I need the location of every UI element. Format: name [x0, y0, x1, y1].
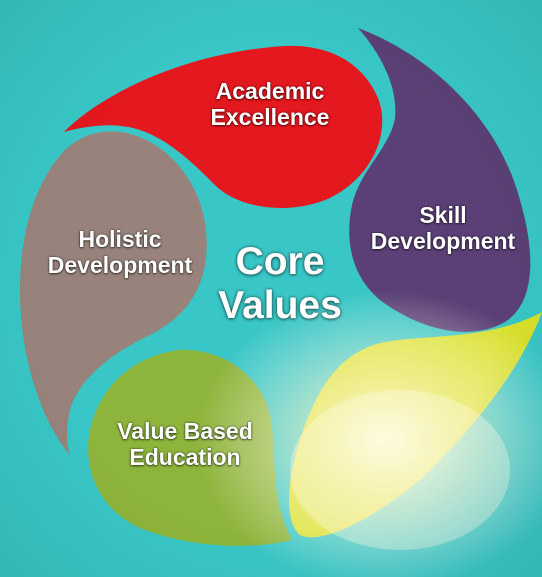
label-academic-excellence-line2: Excellence: [210, 104, 330, 131]
center-title-line1: Core: [235, 240, 325, 283]
label-holistic-development: Holistic Development: [40, 226, 200, 278]
label-skill-development: Skill Development: [358, 202, 528, 254]
label-value-based-education-line2: Education: [129, 444, 241, 471]
label-academic-excellence-line1: Academic: [215, 78, 325, 104]
center-title: Core Values: [205, 240, 355, 327]
label-academic-excellence: Academic Excellence: [190, 78, 350, 130]
center-title-line2: Values: [218, 283, 342, 327]
label-skill-development-line1: Skill: [419, 202, 467, 228]
label-value-based-education-line1: Value Based: [117, 418, 253, 444]
label-skill-development-line2: Development: [370, 228, 516, 255]
label-holistic-development-line1: Holistic: [78, 226, 162, 252]
label-holistic-development-line2: Development: [47, 252, 193, 279]
label-value-based-education: Value Based Education: [100, 418, 270, 470]
